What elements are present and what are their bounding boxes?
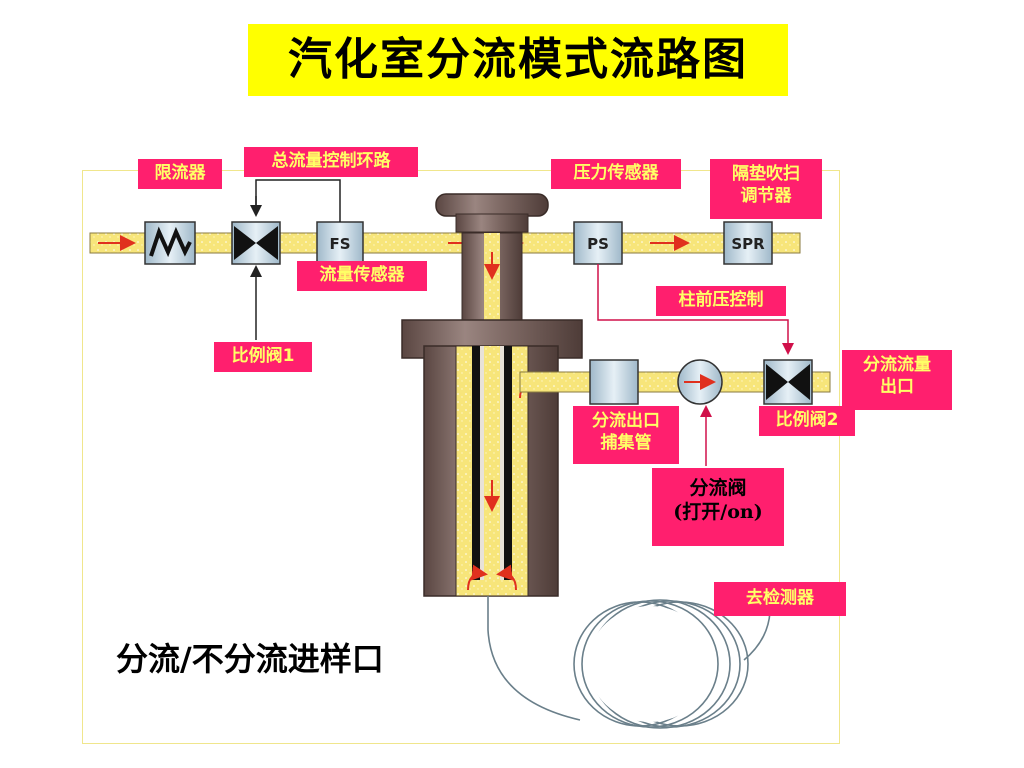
carrier-gas-pipe	[89, 232, 801, 254]
flow-sensor-component: FS	[316, 221, 364, 265]
restrictor-label: 限流器	[138, 159, 222, 189]
restrictor-component	[144, 221, 196, 265]
split-outlet-label-line1: 分流流量	[863, 355, 931, 375]
column-head-pressure-label: 柱前压控制	[656, 286, 786, 316]
split-trap-label-line2: 捕集管	[600, 433, 652, 453]
inner-gas-channel	[484, 233, 500, 333]
septum-purge-label-line2: 调节器	[740, 186, 792, 206]
proportional-valve-2-symbol	[763, 359, 813, 405]
svg-text:PS: PS	[587, 235, 609, 253]
page-title: 汽化室分流模式流路图	[248, 24, 788, 96]
split-valve-label: 分流阀 (打开/on)	[652, 468, 784, 546]
total-flow-loop-line	[255, 179, 341, 222]
septum-purge-regulator-component: SPR	[723, 221, 773, 265]
septum-purge-label: 隔垫吹扫 调节器	[710, 159, 822, 219]
split-valve-label-line1: 分流阀	[689, 477, 747, 499]
split-trap-label-line1: 分流出口	[592, 411, 660, 431]
flow-sensor-label: 流量传感器	[297, 261, 427, 291]
split-outlet-label-line2: 出口	[880, 377, 914, 397]
proportional-valve-1-symbol	[231, 221, 281, 265]
split-trap-label: 分流出口 捕集管	[573, 406, 679, 464]
svg-text:FS: FS	[329, 235, 350, 253]
diagram-frame	[82, 170, 840, 744]
inlet-caption: 分流/不分流进样口	[116, 640, 384, 678]
proportional-valve-1-label: 比例阀1	[214, 342, 312, 372]
svg-text:SPR: SPR	[731, 235, 765, 253]
septum-purge-label-line1: 隔垫吹扫	[732, 164, 800, 184]
split-trap-component	[589, 359, 639, 405]
pressure-control-line	[597, 264, 794, 355]
proportional-valve-2-label: 比例阀2	[759, 406, 855, 436]
split-valve-symbol	[677, 359, 723, 405]
split-outlet-label: 分流流量 出口	[842, 350, 952, 410]
split-valve-label-line2: (打开/on)	[673, 501, 763, 523]
to-detector-label: 去检测器	[714, 582, 846, 616]
pressure-sensor-component: PS	[573, 221, 623, 265]
pressure-sensor-label: 压力传感器	[551, 159, 681, 189]
total-flow-loop-label: 总流量控制环路	[244, 147, 418, 177]
